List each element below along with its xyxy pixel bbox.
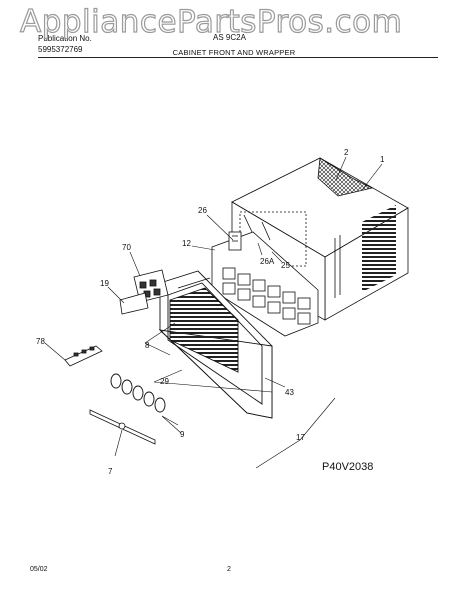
front-panel bbox=[158, 270, 273, 419]
remote-control bbox=[64, 345, 103, 367]
callout-labels: 1 2 26 12 70 26A 25 19 78 8 29 43 9 17 7… bbox=[36, 148, 385, 476]
callout-9: 9 bbox=[180, 430, 185, 439]
footer-date: 05/02 bbox=[30, 566, 48, 573]
callout-12: 12 bbox=[182, 239, 191, 248]
figure-code: P40V2038 bbox=[322, 461, 373, 473]
callout-70: 70 bbox=[122, 243, 131, 252]
callout-1: 1 bbox=[380, 155, 385, 164]
header-rule bbox=[38, 57, 438, 58]
watermark: AppliancePartsPros.com bbox=[19, 3, 403, 40]
callout-7: 7 bbox=[108, 467, 113, 476]
switch-bar bbox=[89, 409, 156, 445]
publication-info: Publication No. 5995372769 bbox=[38, 33, 92, 55]
callout-29: 29 bbox=[160, 377, 169, 386]
display-lens bbox=[119, 292, 149, 315]
footer-page-number: 2 bbox=[227, 566, 231, 573]
callout-26a: 26A bbox=[260, 257, 275, 266]
publication-label: Publication No. bbox=[38, 34, 92, 43]
control-bracket bbox=[228, 231, 242, 251]
model-number: AS 9C2A bbox=[213, 33, 246, 42]
callout-25: 25 bbox=[281, 261, 290, 270]
callout-26: 26 bbox=[198, 206, 207, 215]
callout-19: 19 bbox=[100, 279, 109, 288]
publication-number: 5995372769 bbox=[38, 45, 83, 54]
leader-lines bbox=[44, 156, 383, 469]
control-knobs bbox=[110, 373, 166, 413]
callout-2: 2 bbox=[344, 148, 349, 157]
filter-frame bbox=[211, 231, 319, 337]
callout-17: 17 bbox=[296, 433, 305, 442]
callout-78: 78 bbox=[36, 337, 45, 346]
callout-43: 43 bbox=[285, 388, 294, 397]
section-title: CABINET FRONT AND WRAPPER bbox=[172, 48, 296, 57]
callout-8: 8 bbox=[145, 341, 150, 350]
